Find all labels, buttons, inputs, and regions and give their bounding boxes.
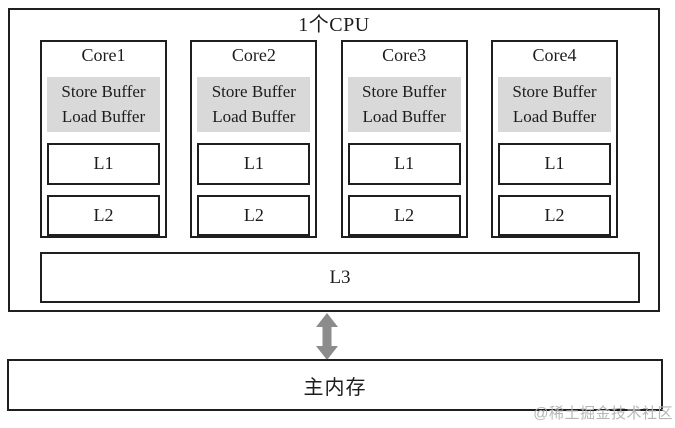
core-title: Core1 bbox=[81, 45, 126, 65]
store-buffer-label: Store Buffer bbox=[211, 82, 296, 101]
cores-row: Core1 Store Buffer Load Buffer L1 L2 Cor… bbox=[40, 40, 618, 238]
l2-cache-box: L2 bbox=[197, 194, 311, 236]
l1-cache-box: L1 bbox=[347, 143, 461, 185]
store-load-buffer-box: Store Buffer Load Buffer bbox=[347, 77, 461, 132]
core-title: Core3 bbox=[382, 45, 427, 65]
store-buffer-label: Store Buffer bbox=[512, 82, 597, 101]
cpu-package-box: 1个CPU Core1 Store Buffer Load Buffer L1 … bbox=[8, 8, 660, 312]
core-box-1: Core1 Store Buffer Load Buffer L1 L2 bbox=[40, 40, 167, 238]
core-box-3: Core3 Store Buffer Load Buffer L1 L2 bbox=[340, 40, 468, 238]
store-load-buffer-box: Store Buffer Load Buffer bbox=[47, 77, 160, 132]
load-buffer-label: Load Buffer bbox=[61, 107, 146, 126]
l2-cache-box: L2 bbox=[497, 194, 611, 236]
load-buffer-label: Load Buffer bbox=[212, 107, 296, 126]
store-buffer-label: Store Buffer bbox=[362, 82, 447, 101]
l2-cache-box: L2 bbox=[47, 194, 160, 236]
store-buffer-label: Store Buffer bbox=[61, 82, 146, 101]
l1-cache-box: L1 bbox=[47, 143, 160, 185]
cpu-title: 1个CPU bbox=[298, 14, 370, 36]
l1-cache-box: L1 bbox=[497, 143, 611, 185]
core-title: Core2 bbox=[231, 45, 276, 65]
store-load-buffer-box: Store Buffer Load Buffer bbox=[197, 77, 311, 132]
load-buffer-label: Load Buffer bbox=[362, 107, 446, 126]
l3-cache-box: L3 bbox=[40, 252, 640, 303]
load-buffer-label: Load Buffer bbox=[512, 107, 597, 126]
l2-cache-box: L2 bbox=[347, 194, 461, 236]
core-box-4: Core4 Store Buffer Load Buffer L1 L2 bbox=[490, 40, 618, 238]
l1-cache-box: L1 bbox=[197, 143, 311, 185]
store-load-buffer-box: Store Buffer Load Buffer bbox=[497, 77, 611, 132]
core-box-2: Core2 Store Buffer Load Buffer L1 L2 bbox=[190, 40, 318, 238]
main-memory-box: 主内存 bbox=[7, 359, 663, 411]
core-title: Core4 bbox=[532, 45, 577, 65]
cpu-memory-double-arrow-icon bbox=[316, 313, 338, 360]
watermark-text: @稀土掘金技术社区 bbox=[533, 405, 673, 422]
